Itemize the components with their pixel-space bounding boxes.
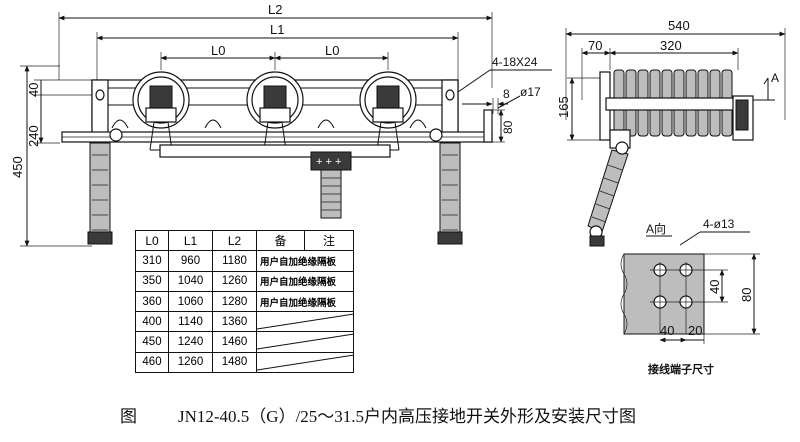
cell-L2: 1480 <box>212 351 257 374</box>
header-L0: L0 <box>135 229 169 252</box>
cell-L2: 1460 <box>212 331 257 353</box>
cell-note-empty <box>256 351 354 374</box>
table-row: 350 1040 1260 用户自加绝缘隔板 <box>135 270 354 292</box>
header-L2: L2 <box>212 229 257 252</box>
cell-L2: 1280 <box>212 290 257 313</box>
side-view: 540 70 320 165 A <box>556 18 786 247</box>
view-mark-A: A <box>771 71 779 85</box>
empty-note-diagonal <box>257 313 354 330</box>
front-view: L2 L1 L0 L0 450 40 240 <box>10 2 552 247</box>
dim-70: 70 <box>588 38 602 53</box>
table-row: 400 1140 1360 <box>135 311 354 333</box>
cell-L0: 450 <box>135 331 169 353</box>
cell-L1: 1240 <box>168 331 213 353</box>
cell-note-empty <box>256 331 354 353</box>
table-row: 310 960 1180 用户自加绝缘隔板 <box>135 250 354 272</box>
figure-label: 图 <box>120 407 137 426</box>
header-note-2: 注 <box>304 229 354 252</box>
dim-40-vertical: 40 <box>707 280 722 294</box>
dim-L1: L1 <box>270 22 284 37</box>
cell-L1: 960 <box>168 250 213 272</box>
empty-note-diagonal <box>257 333 354 350</box>
cell-L0: 350 <box>135 270 169 292</box>
dim-20-horizontal: 20 <box>688 323 702 338</box>
dim-L0-left: L0 <box>211 43 225 58</box>
pole-1 <box>132 71 190 151</box>
cell-L1: 1260 <box>168 351 213 374</box>
dim-450: 450 <box>10 156 25 178</box>
left-leg <box>87 142 113 245</box>
header-L1: L1 <box>168 229 213 252</box>
dim-40: 40 <box>26 83 41 97</box>
cell-L0: 360 <box>135 290 169 313</box>
table-header-row: L0 L1 L2 备 注 <box>135 229 354 252</box>
cell-L1: 1060 <box>168 290 213 313</box>
dim-L0-right: L0 <box>325 43 339 58</box>
figure-caption: 图 JN12-40.5（G）/25～31.5户内高压接地开关外形及安装尺寸图 <box>120 402 740 427</box>
cell-note: 用户自加绝缘隔板 <box>256 290 354 313</box>
dim-L2: L2 <box>268 2 282 17</box>
right-leg <box>437 142 463 245</box>
view-label-A: A向 <box>646 221 666 236</box>
header-note-1: 备 <box>256 229 305 252</box>
cell-L1: 1040 <box>168 270 213 292</box>
terminal-holes-label: 4-ø13 <box>703 217 735 231</box>
dim-40-horizontal: 40 <box>660 323 674 338</box>
cell-note: 用户自加绝缘隔板 <box>256 270 354 292</box>
svg-text:+ + +: + + + <box>316 156 341 168</box>
shaft-diameter: ø17 <box>520 85 541 99</box>
cell-note-empty <box>256 311 354 333</box>
dim-80-vertical: 80 <box>739 288 754 302</box>
figure-title: JN12-40.5（G）/25～31.5户内高压接地开关外形及安装尺寸图 <box>178 407 637 426</box>
empty-note-diagonal <box>257 354 354 371</box>
shaft-label: 8 <box>503 87 510 101</box>
terminal-dimensions-title: 接线端子尺寸 <box>648 364 714 376</box>
dim-165: 165 <box>556 96 571 118</box>
table-row: 460 1260 1480 <box>135 351 354 374</box>
cell-L2: 1180 <box>212 250 257 272</box>
dim-540: 540 <box>668 18 690 33</box>
cell-L0: 400 <box>135 311 169 333</box>
cell-L2: 1360 <box>212 311 257 333</box>
terminal-view: A向 4-ø13 40 80 40 20 <box>620 217 760 344</box>
pole-2 <box>246 71 304 151</box>
pole-3 <box>359 71 417 151</box>
cell-L0: 310 <box>135 250 169 272</box>
dim-320: 320 <box>660 38 682 53</box>
holes-label: 4-18X24 <box>492 55 538 69</box>
dimension-table: L0 L1 L2 备 注 310 960 1180 用户自加绝缘隔板 350 1… <box>135 229 354 374</box>
cell-L2: 1260 <box>212 270 257 292</box>
dim-80-front: 80 <box>501 120 515 134</box>
table-row: 360 1060 1280 用户自加绝缘隔板 <box>135 290 354 313</box>
cell-L1: 1140 <box>168 311 213 333</box>
dim-240: 240 <box>26 125 41 147</box>
cell-note: 用户自加绝缘隔板 <box>256 250 354 272</box>
cell-L0: 460 <box>135 351 169 374</box>
table-row: 450 1240 1460 <box>135 331 354 353</box>
